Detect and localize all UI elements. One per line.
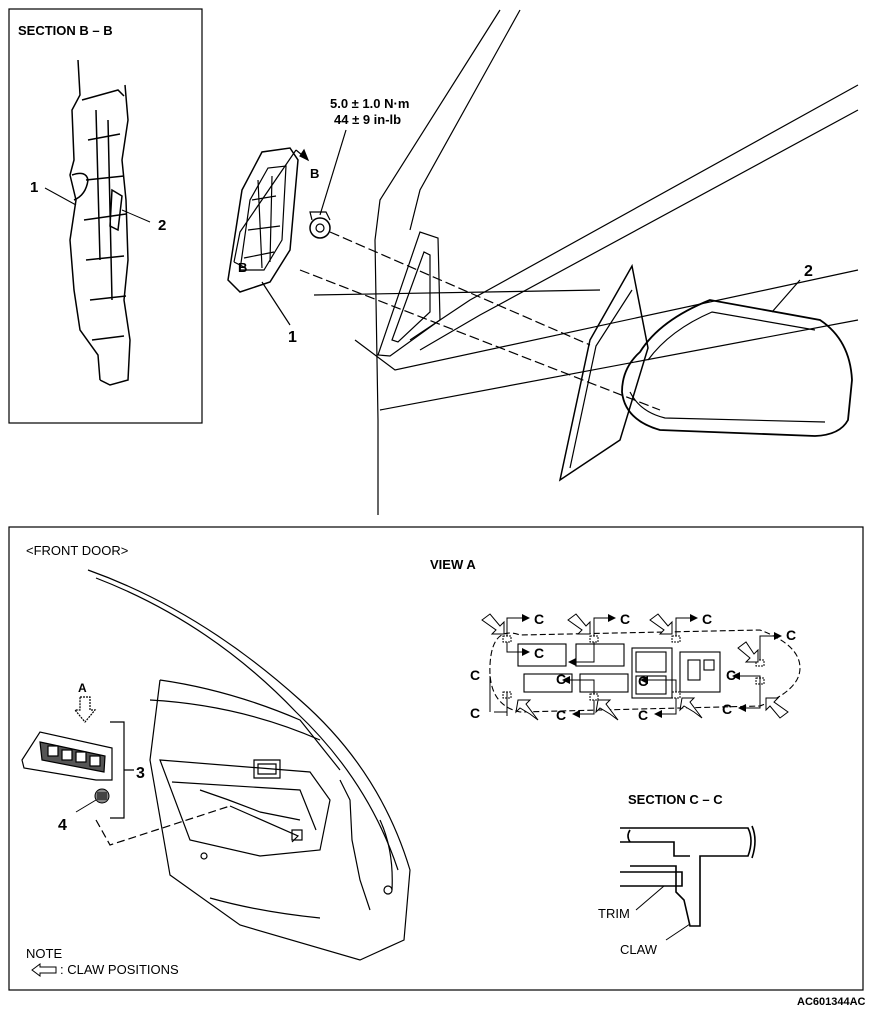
c-label: C — [722, 701, 732, 717]
c-section-lines — [489, 617, 774, 716]
front-door-panel: <FRONT DOOR> VIEW A — [8, 526, 864, 991]
c-label: C — [556, 671, 566, 687]
view-a-arrow — [73, 696, 97, 723]
part-label-3: 3 — [136, 765, 145, 782]
trim-leader — [635, 885, 665, 911]
bracket-3 — [110, 721, 134, 819]
trim-label: TRIM — [598, 906, 630, 921]
claw-label: CLAW — [620, 942, 658, 957]
section-bb-panel: SECTION B – B 1 2 — [8, 8, 203, 424]
section-marker-b-top: B — [310, 166, 319, 181]
section-bb-profile — [69, 59, 131, 386]
front-door-title: <FRONT DOOR> — [26, 543, 128, 558]
claw-position-arrows — [481, 613, 789, 721]
part-label-2: 2 — [804, 263, 813, 280]
view-a-title: VIEW A — [430, 557, 476, 572]
c-label: C — [534, 645, 544, 661]
c-section-arrowheads — [522, 614, 782, 718]
torque-nm: 5.0 ± 1.0 N·m — [330, 96, 409, 111]
c-label: C — [470, 705, 480, 721]
section-bb-label-2: 2 — [158, 217, 166, 234]
section-marker-b-bottom: B — [238, 260, 247, 275]
claw-leader — [665, 923, 691, 941]
c-label: C — [556, 707, 566, 723]
window-switch-panel — [21, 731, 113, 781]
claw-position-arrow-icon — [31, 963, 57, 977]
figure-id: AC601344AC — [797, 996, 866, 1008]
section-bb-label-1: 1 — [30, 179, 38, 196]
part-label-4: 4 — [58, 817, 67, 834]
view-arrow-a-label: A — [78, 681, 87, 695]
claw-positions-note: : CLAW POSITIONS — [60, 962, 179, 977]
c-labels: C C C C C C C C C C C C C — [470, 611, 796, 723]
section-cc-title: SECTION C – C — [628, 792, 723, 807]
c-label: C — [470, 667, 480, 683]
mirror-switch — [94, 788, 110, 804]
c-label: C — [786, 627, 796, 643]
c-label: C — [638, 673, 648, 689]
c-label: C — [534, 611, 544, 627]
c-label: C — [726, 667, 736, 683]
part-label-1: 1 — [288, 329, 297, 346]
leader-4 — [75, 799, 97, 813]
torque-inlb: 44 ± 9 in-lb — [334, 112, 401, 127]
c-label: C — [638, 707, 648, 723]
section-bb-title: SECTION B – B — [18, 23, 113, 38]
section-cc-drawing — [620, 825, 756, 927]
c-label: C — [620, 611, 630, 627]
door-trim — [87, 569, 411, 961]
view-a-drawing — [489, 629, 801, 713]
note-title: NOTE — [26, 946, 62, 961]
mirror-assembly — [227, 9, 859, 515]
c-label: C — [702, 611, 712, 627]
